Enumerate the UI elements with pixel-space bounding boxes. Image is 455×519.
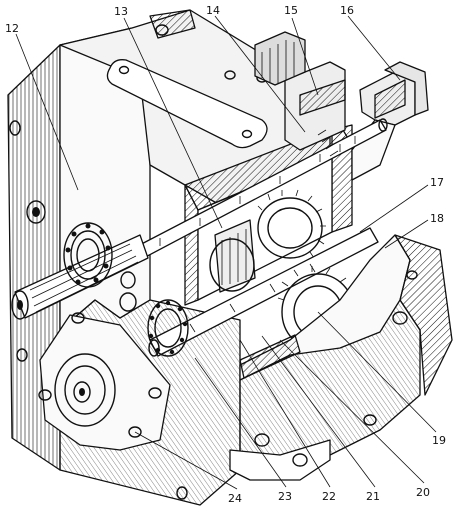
callout-15: 15 <box>284 4 298 17</box>
callout-22: 22 <box>322 490 336 503</box>
callout-21: 21 <box>366 490 380 503</box>
callout-19: 19 <box>432 434 446 447</box>
leader-lines <box>15 15 437 490</box>
upper-gear-cluster <box>209 189 326 293</box>
lower-casing <box>229 234 453 481</box>
callout-20: 20 <box>416 486 430 499</box>
callout-23: 23 <box>278 490 292 503</box>
front-flange-plate <box>38 271 171 451</box>
selector-block <box>254 31 429 181</box>
callout-17: 17 <box>430 176 444 189</box>
callout-labels: 12 13 14 15 16 17 18 19 20 21 22 23 24 <box>5 4 446 505</box>
callout-13: 13 <box>114 5 128 18</box>
main-shaft <box>148 227 379 357</box>
callout-16: 16 <box>340 4 354 17</box>
front-bearing <box>63 222 113 288</box>
callout-14: 14 <box>206 4 220 17</box>
rear-bearing <box>147 299 189 357</box>
callout-18: 18 <box>430 212 444 225</box>
callout-24: 24 <box>228 492 242 505</box>
callout-12: 12 <box>5 22 19 35</box>
